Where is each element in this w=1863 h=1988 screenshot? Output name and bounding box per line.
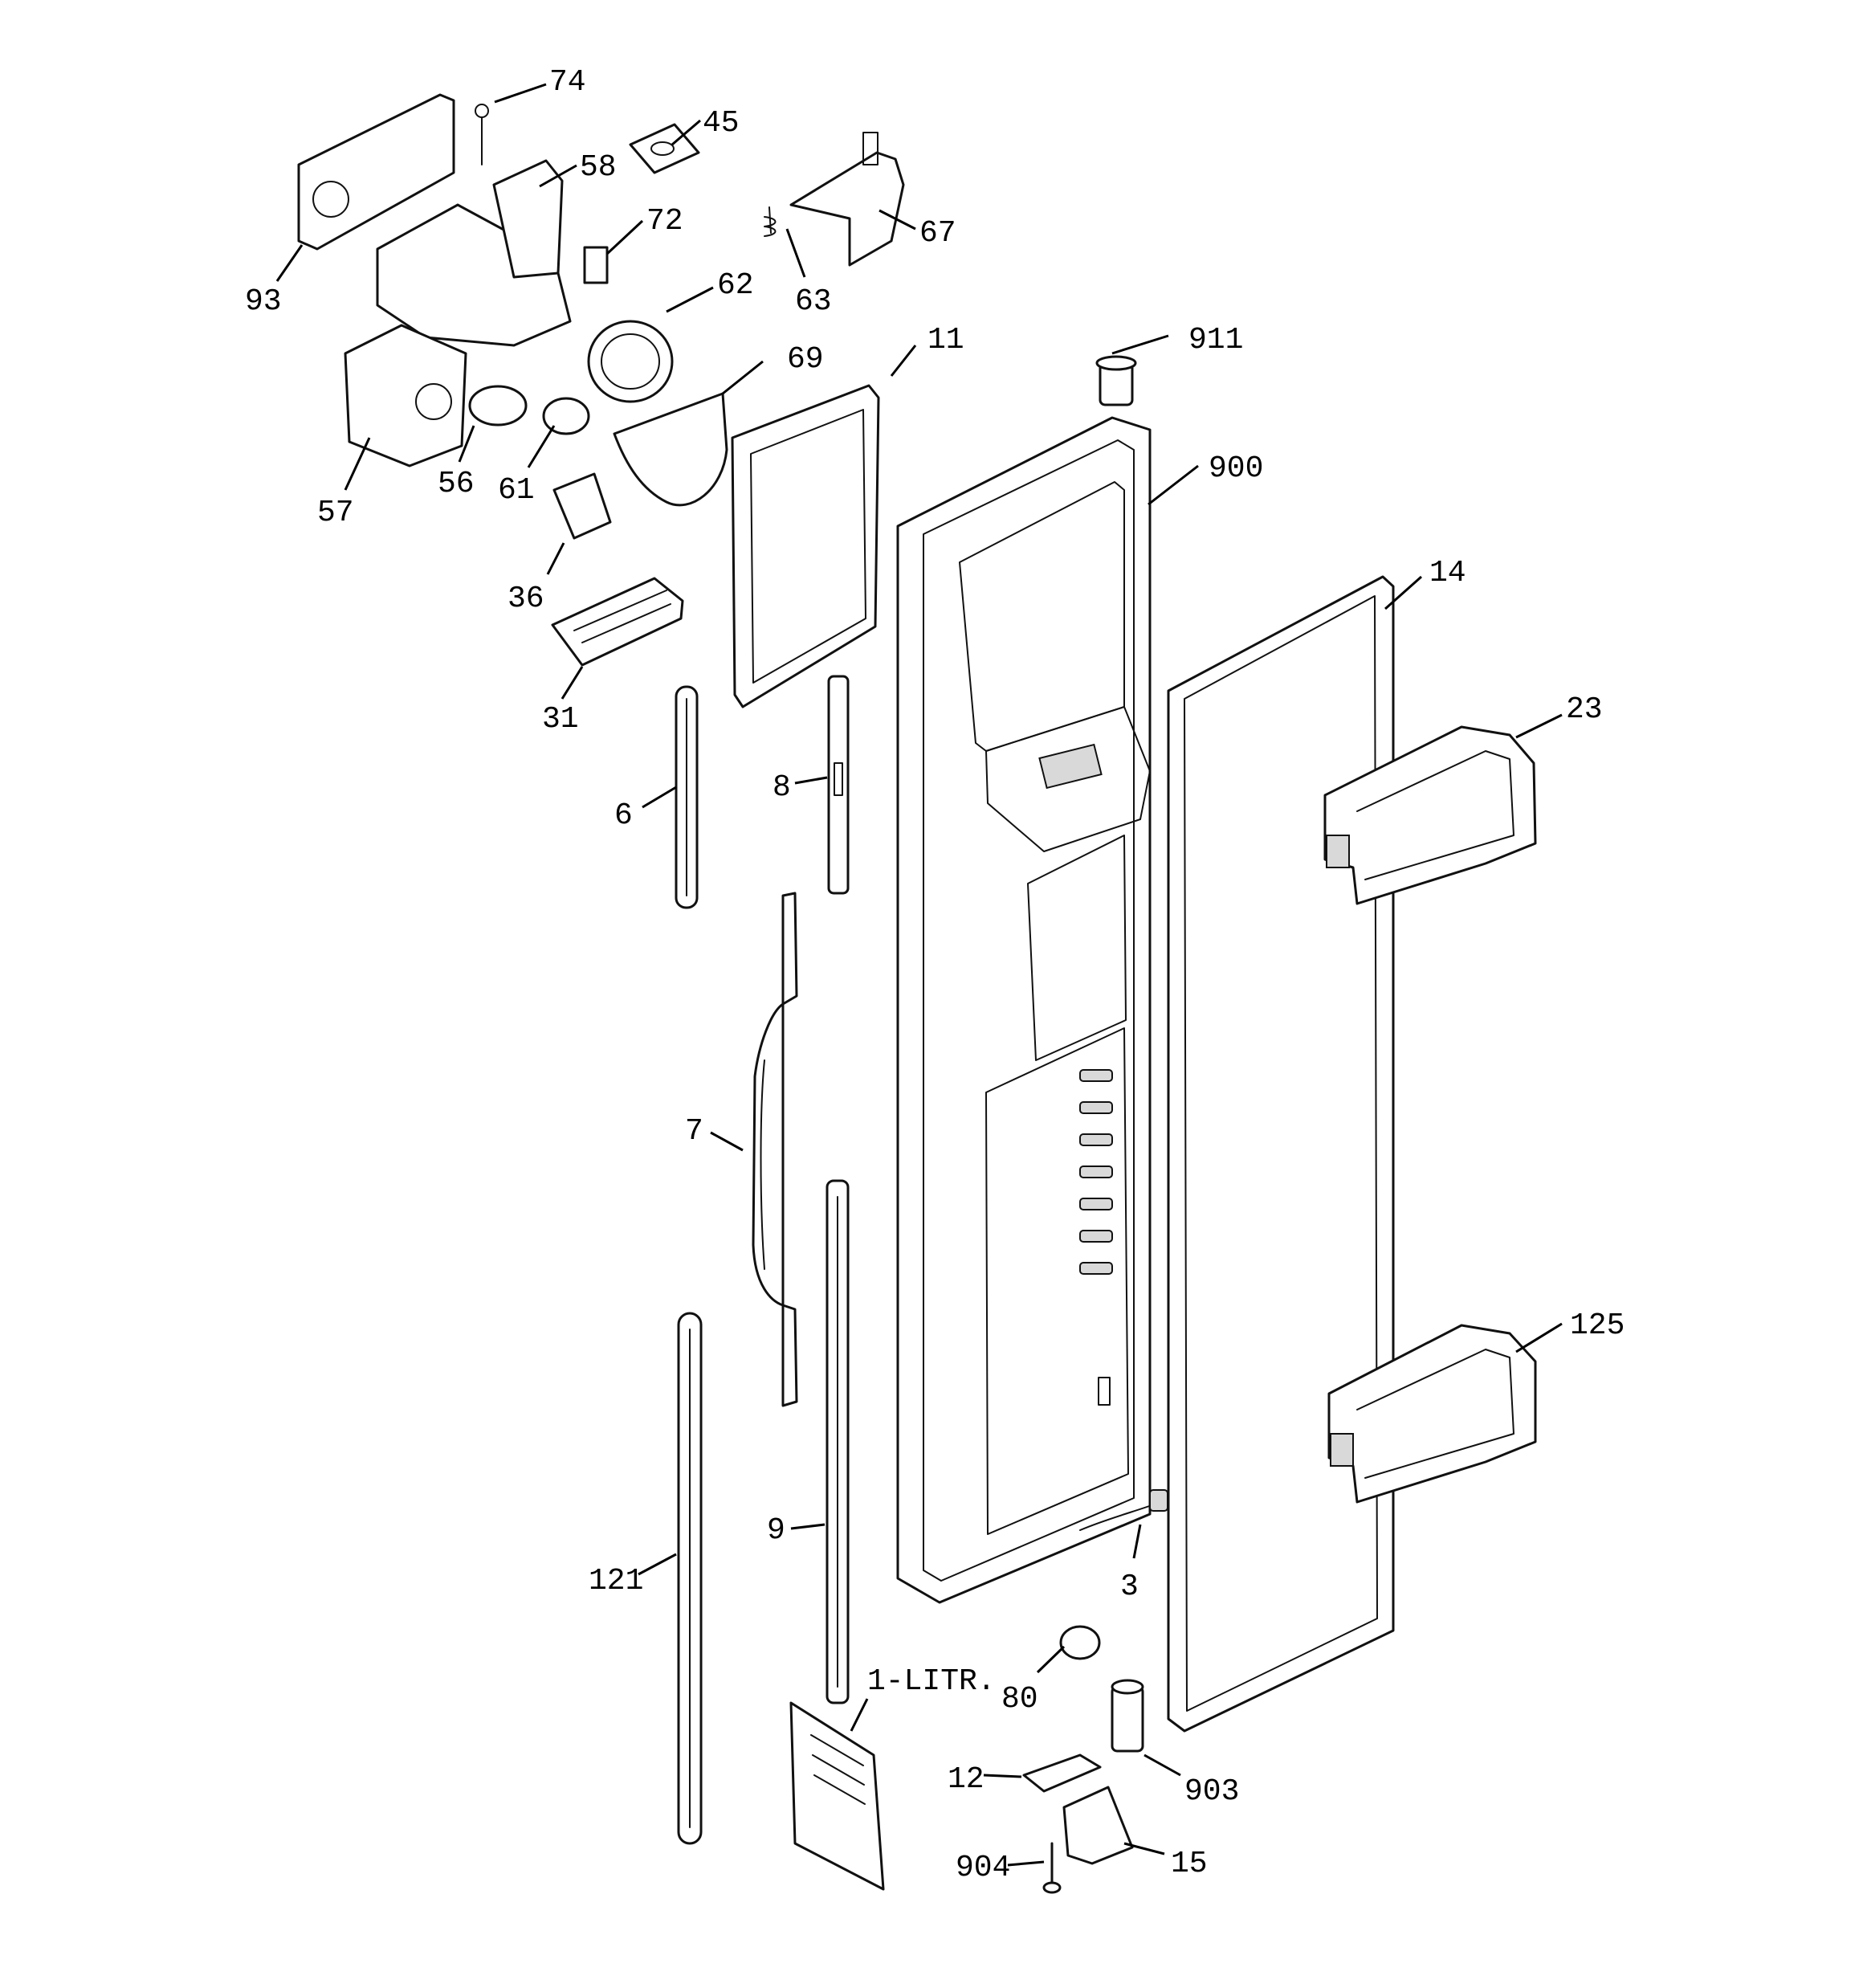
handle-mount-9 [826,1179,850,1704]
callout-23: 23 [1566,692,1603,727]
spring-63 [764,206,777,237]
bracket-58 [492,159,564,279]
actuator-36 [552,472,612,540]
handle-mount-8 [827,675,850,895]
callout-61: 61 [498,473,535,508]
callout-904: 904 [956,1851,1010,1885]
door-handle-7 [752,892,798,1407]
callout-121: 121 [589,1564,643,1598]
hinge-15 [1062,1786,1134,1865]
door-bin-23 [1323,725,1537,905]
callout-31: 31 [542,702,579,737]
callout-63: 63 [795,284,832,319]
callout-903: 903 [1184,1774,1239,1809]
bushing-80 [1059,1625,1101,1660]
spring-74 [475,104,489,165]
callout-911: 911 [1188,323,1243,357]
callout-15: 15 [1171,1847,1208,1881]
callout-36: 36 [508,582,544,616]
door-bin-125 [1327,1324,1537,1504]
wire-harness-3 [1079,1489,1168,1531]
callout-1-litr: 1-LITR. [867,1664,996,1699]
drip-tray-31 [551,577,684,667]
callout-72: 72 [646,204,683,239]
callout-57: 57 [317,496,354,530]
callout-125: 125 [1570,1308,1625,1343]
callout-3: 3 [1120,1570,1139,1604]
callout-8: 8 [773,770,791,805]
callout-58: 58 [580,150,617,185]
callout-56: 56 [438,467,475,501]
callout-12: 12 [948,1762,984,1797]
callout-900: 900 [1209,451,1263,486]
screw-904 [1042,1842,1062,1894]
tube-911 [1095,355,1137,406]
chute-69 [613,392,728,507]
callout-69: 69 [787,342,824,377]
callout-80: 80 [1001,1682,1038,1717]
callout-14: 14 [1429,556,1466,590]
callout-62: 62 [717,268,754,303]
door-liner-900 [896,416,1152,1604]
literature-1-litr [789,1701,885,1891]
callout-74: 74 [549,65,586,100]
door-shelf-clips [1079,1069,1113,1275]
feeder-box-57 [344,324,467,467]
hinge-67 [789,132,905,267]
callout-labels: 74 45 58 72 67 93 63 62 11 911 69 57 56 … [245,65,1625,1885]
switch-72 [583,246,609,284]
coupling-56 [468,385,528,427]
cam-61 [542,397,590,435]
callout-7: 7 [685,1114,703,1149]
callout-11: 11 [927,323,964,357]
door-gasket-14 [1167,575,1395,1733]
bracket-12 [1022,1753,1102,1793]
callout-9: 9 [767,1513,785,1548]
callout-6: 6 [614,798,633,833]
callout-45: 45 [703,106,740,141]
callout-93: 93 [245,284,282,319]
callout-67: 67 [919,216,956,251]
leader-lines [275,83,1563,1867]
trim-strip-121 [677,1312,703,1845]
control-panel-93 [297,93,455,251]
dispenser-frame-11 [731,384,880,708]
hinge-pin-903 [1111,1679,1144,1753]
trim-strip-6 [675,685,699,909]
ice-ring-62 [587,320,674,403]
